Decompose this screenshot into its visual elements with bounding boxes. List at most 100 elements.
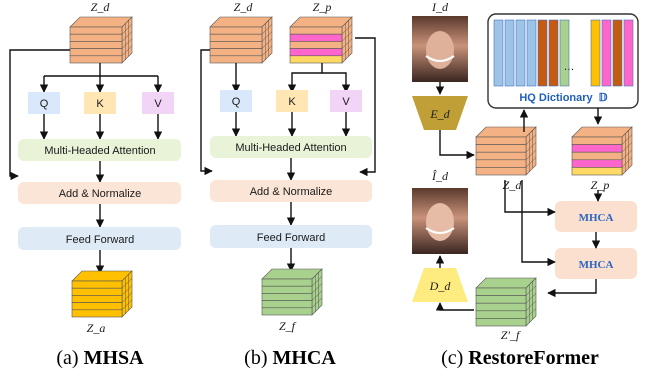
tensor-band [571,167,623,176]
tensor-band [475,302,527,312]
tensor-top-face [289,16,353,28]
q-label: Q [232,96,241,108]
tensor-grid-line [121,24,133,35]
tensor-band [289,55,343,64]
mhca-block-2 [555,248,637,279]
tensor-grid-line [261,45,273,56]
residual-arrow [9,49,70,181]
q-box [28,92,60,114]
tensor-grid-line [621,157,633,168]
tensor-band [289,33,343,42]
tensor-top-face [261,268,323,280]
tensor-grid-line [525,134,537,145]
tensor-band [209,33,263,42]
tensor-band [69,48,123,57]
dictionary-entry [601,19,612,87]
q-box [220,90,252,112]
tensor-grid-line [311,297,323,308]
panel-a-top-tensor-label: Z_d [91,0,111,14]
tensor-band [261,307,313,316]
tensor-grid-line [261,24,273,35]
degraded-tensor [475,126,537,176]
dictionary-entry [623,19,634,87]
tensor-grid-line [525,308,537,319]
tensor-grid-line [311,283,323,294]
tensor-band [571,159,623,168]
k-label: K [288,96,296,108]
add-normalize-label: Add & Normalize [59,188,142,200]
tensor-top-face [571,126,633,138]
fused-tensor-label: Z'_f [501,328,521,342]
decoder-label: D_d [429,279,452,293]
tensor-grid-line [525,149,537,160]
tensor-grid-line [341,45,353,56]
k-box [276,90,308,112]
dictionary-entry [559,19,570,87]
tensor-band [475,136,527,145]
tensor-band [71,309,123,318]
tensor-band [261,278,313,287]
arrow [547,279,597,298]
degraded-tensor-label: Z_d [503,178,523,192]
arrow [287,72,322,93]
panel-b-tensor-label-zd: Z_d [234,0,254,14]
tensor-band [209,48,263,57]
add-normalize-label: Add & Normalize [250,186,333,198]
tensor-band [475,318,527,327]
panel-b-prior-tensor [289,16,353,64]
tensor-band [209,55,263,64]
tensor-band [475,151,527,161]
tensor-band [69,55,123,64]
dictionary-ellipsis: … [564,61,575,73]
tensor-grid-line [121,278,133,289]
tensor-grid-line [525,142,537,153]
hq-dictionary-label: HQ Dictionary [519,92,593,104]
tensor-top-face [71,270,133,282]
tensor-top-face [475,126,537,138]
mhca-block-1 [555,201,637,232]
tensor-band [571,144,623,153]
tensor-grid-line [121,31,133,42]
tensor-band [289,26,343,35]
tensor-band [289,48,343,57]
caption-c: (c) RestoreFormer [441,347,599,369]
add-normalize-box [210,180,372,202]
tensor-band [475,159,527,168]
caption-a: (a) MHSA [56,347,144,369]
tensor-grid-line [121,45,133,56]
tensor-band [289,41,343,49]
v-label: V [342,96,350,108]
tensor-grid-line [121,292,133,303]
dictionary-entry [515,19,526,87]
tensor-grid-line [311,276,323,287]
tensor-band [69,33,123,42]
arrow [435,302,474,311]
encoder-label: E_d [429,107,450,121]
add-normalize-box [18,182,181,204]
tensor-grid-line [311,290,323,301]
panel-a: Z_d Q K V Multi-Headed Attention Add & N… [9,0,181,369]
v-box [142,92,174,114]
tensor-band [71,287,123,296]
residual-arrow [200,49,213,176]
arrow [439,130,475,160]
panel-a-bottom-tensor-label: Z_a [87,321,106,335]
tensor-grid-line [121,285,133,296]
attention-box [18,139,181,161]
tensor-band [71,295,123,303]
tensor-grid-line [121,38,133,49]
tensor-band [69,41,123,49]
tensor-band [261,293,313,301]
tensor-top-face [209,16,273,28]
prior-tensor [571,126,633,176]
panel-b-output-tensor [261,268,323,316]
tensor-grid-line [341,38,353,49]
tensor-band [261,285,313,294]
tensor-grid-line [121,299,133,310]
tensor-band [71,280,123,289]
tensor-grid-line [621,134,633,145]
tensor-band [209,26,263,35]
attention-label: Multi-Headed Attention [235,142,346,154]
input-image-label: I_d [431,0,449,14]
tensor-band [475,167,527,176]
